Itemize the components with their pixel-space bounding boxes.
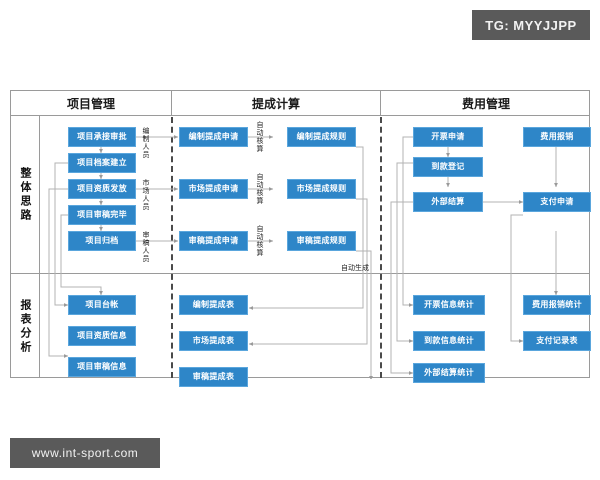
report-invoice-statistics[interactable]: 开票信息统计 [413,295,485,315]
report-payment-statistics[interactable]: 到款信息统计 [413,331,485,351]
role-label-editing-staff: 编制人员 [142,127,150,159]
role-label-market-staff: 市场人员 [142,179,150,211]
dashed-divider-1 [171,117,173,378]
node-market-commission-rule[interactable]: 市场提成规则 [287,179,356,199]
node-external-settlement[interactable]: 外部结算 [413,192,483,212]
node-payment-application[interactable]: 支付申请 [523,192,591,212]
column-header-commission-calculation: 提成计算 [251,96,300,111]
row-divider [11,273,589,274]
node-invoice-application[interactable]: 开票申请 [413,127,483,147]
node-payment-registration[interactable]: 到款登记 [413,157,483,177]
report-review-commission[interactable]: 审稿提成表 [179,367,248,387]
site-watermark-chip: www.int-sport.com [10,438,160,468]
report-project-ledger[interactable]: 项目台帐 [68,295,136,315]
auto-calculation-label-3: 自动核算 [256,225,264,257]
process-diagram: 项目管理 提成计算 费用管理 整体思路 报表分析 [10,90,591,387]
node-review-commission-application[interactable]: 审稿提成申请 [179,231,248,251]
node-editing-commission-application[interactable]: 编制提成申请 [179,127,248,147]
report-market-commission[interactable]: 市场提成表 [179,331,248,351]
tg-watermark-chip: TG: MYYJJPP [472,10,590,40]
node-project-acceptance-approval[interactable]: 项目承接审批 [68,127,136,147]
report-project-qualification[interactable]: 项目资质信息 [68,326,136,346]
auto-calculation-label-2: 自动核算 [256,173,264,205]
node-review-commission-rule[interactable]: 审稿提成规则 [287,231,356,251]
report-editing-commission[interactable]: 编制提成表 [179,295,248,315]
dashed-divider-2 [380,117,382,378]
report-payment-record-table[interactable]: 支付记录表 [523,331,591,351]
report-settlement-statistics[interactable]: 外部结算统计 [413,363,485,383]
row-label-overall-approach: 整体思路 [19,166,32,223]
role-label-review-staff: 审稿人员 [142,231,150,263]
row-label-separator [39,116,40,377]
column-header-row: 项目管理 提成计算 费用管理 [11,91,589,116]
node-market-commission-application[interactable]: 市场提成申请 [179,179,248,199]
auto-calculation-label-1: 自动核算 [256,121,264,153]
row-label-report-analysis: 报表分析 [19,298,32,355]
header-divider-2 [380,91,381,116]
column-header-project-management: 项目管理 [66,96,115,111]
node-project-review-complete[interactable]: 项目审稿完毕 [68,205,136,225]
node-project-archive-setup[interactable]: 项目档案建立 [68,153,136,173]
auto-generate-label: 自动生成 [341,264,369,272]
report-project-review-info[interactable]: 项目审稿信息 [68,357,136,377]
node-project-filing[interactable]: 项目归档 [68,231,136,251]
header-divider-1 [171,91,172,116]
column-header-expense-management: 费用管理 [461,96,510,111]
node-editing-commission-rule[interactable]: 编制提成规则 [287,127,356,147]
node-project-qualification-issue[interactable]: 项目资质发放 [68,179,136,199]
node-expense-reimbursement[interactable]: 费用报销 [523,127,591,147]
report-reimbursement-statistics[interactable]: 费用报销统计 [523,295,591,315]
